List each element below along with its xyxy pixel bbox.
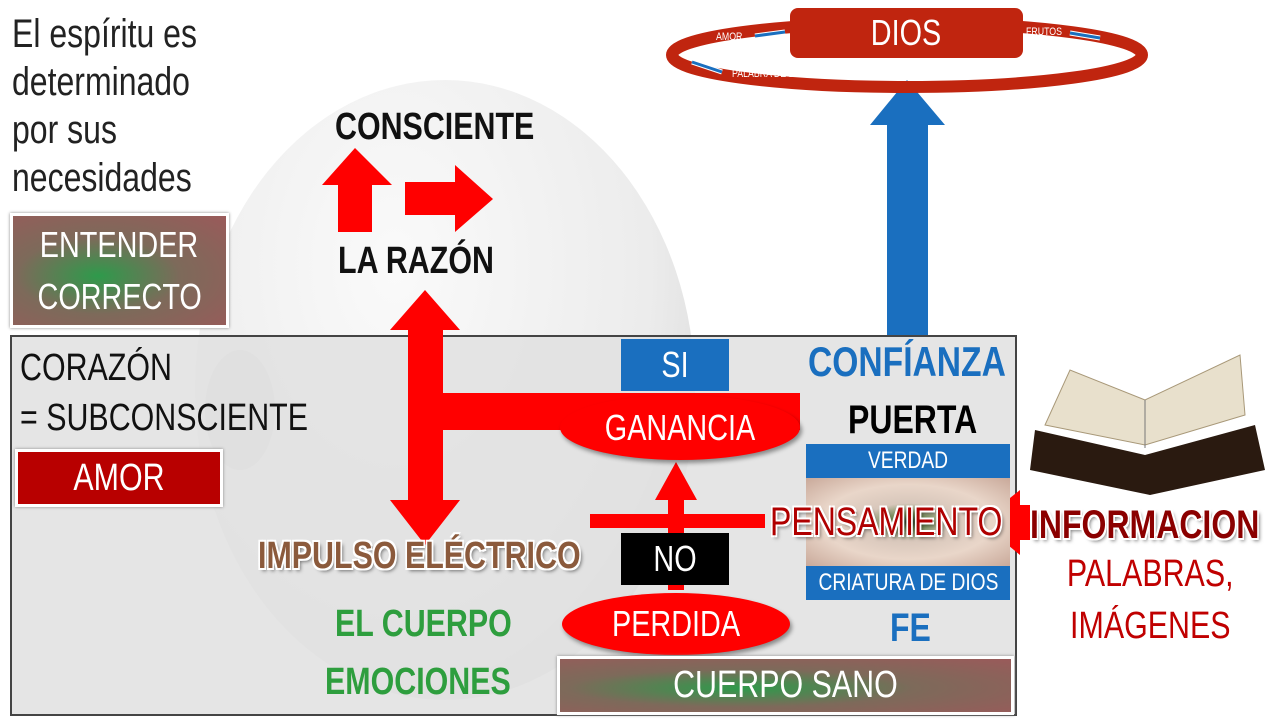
verdad-bar: VERDAD — [806, 444, 1010, 478]
intro-line: determinado — [12, 60, 190, 104]
divider-bar — [590, 514, 765, 528]
consciente-text: CONSCIENTE — [335, 106, 535, 148]
perdida-ellipse: PERDIDA — [562, 593, 790, 655]
si-label: SI — [661, 344, 689, 385]
bible-icon — [1030, 354, 1265, 495]
puerta-label: PUERTA — [848, 398, 1009, 443]
pensamiento-text: PENSAMIENTO — [770, 500, 1003, 544]
right-arrow-icon — [405, 165, 493, 232]
cuerpo-text: EL CUERPO — [335, 603, 512, 645]
si-box: SI — [621, 339, 729, 391]
fe-label: FE — [890, 606, 941, 651]
impulso-text: IMPULSO ELÉCTRICO — [258, 535, 581, 577]
cuerpo-sano-box: CUERPO SANO — [557, 656, 1014, 715]
informacion-label: INFORMACION — [1030, 503, 1280, 548]
corazon-line: CORAZÓN — [20, 347, 172, 389]
puerta-text: PUERTA — [848, 398, 978, 442]
impulso-label: IMPULSO ELÉCTRICO — [258, 535, 661, 578]
ganancia-ellipse: GANANCIA — [560, 395, 800, 460]
perdida-label: PERDIDA — [611, 603, 741, 644]
intro-text: El espíritu es determinado por sus neces… — [12, 10, 243, 202]
subconsciente-line: = SUBCONSCIENTE — [20, 397, 309, 439]
confianza-text: CONFÍANZA — [808, 338, 1006, 385]
pensamiento-label: PENSAMIENTO — [770, 500, 1060, 545]
criatura-bar: CRIATURA DE DIOS — [806, 566, 1010, 600]
cuerpo-sano-label: CUERPO SANO — [673, 664, 898, 706]
up-arrow-icon — [322, 148, 392, 232]
amor-ring-text: AMOR — [716, 31, 743, 43]
palabra-ring-text: PALABRA DE DIOS — [732, 68, 811, 80]
consciente-label: CONSCIENTE — [335, 106, 584, 149]
eye-image — [806, 478, 1010, 566]
razon-label: LA RAZÓN — [338, 240, 533, 283]
no-label: NO — [653, 538, 697, 579]
intro-line: por sus — [12, 108, 117, 152]
confianza-label: CONFÍANZA — [808, 338, 1055, 386]
verdad-label: VERDAD — [867, 447, 949, 474]
criatura-label: CRIATURA DE DIOS — [818, 569, 998, 596]
no-box: NO — [621, 533, 729, 585]
entender-label: ENTENDER — [40, 223, 199, 265]
blue-up-arrow-icon — [870, 80, 945, 335]
ring-frutos-label: FRUTOS — [1026, 26, 1071, 38]
ring-palabra-label: PALABRA DE DIOS — [732, 68, 830, 80]
ring-amor-label: AMOR — [716, 31, 749, 43]
dios-label: DIOS — [871, 12, 942, 53]
amor-label: AMOR — [73, 456, 165, 499]
palabras-label: PALABRAS, IMÁGENES — [1040, 548, 1260, 652]
imagenes-line: IMÁGENES — [1069, 605, 1231, 647]
amor-box: AMOR — [15, 449, 223, 507]
cuerpo-label: EL CUERPO — [335, 603, 556, 646]
informacion-text: INFORMACION — [1030, 503, 1260, 547]
fe-text: FE — [890, 606, 931, 650]
correcto-label: CORRECTO — [37, 275, 202, 317]
corazon-label: CORAZÓN = SUBCONSCIENTE — [20, 343, 380, 443]
emociones-text: EMOCIONES — [325, 661, 511, 703]
dios-box: DIOS — [790, 8, 1023, 58]
palabras-line: PALABRAS, — [1066, 553, 1234, 595]
frutos-ring-text: FRUTOS — [1026, 26, 1063, 38]
razon-text: LA RAZÓN — [338, 240, 494, 282]
intro-line: El espíritu es — [12, 12, 197, 56]
entender-correcto-box: ENTENDER CORRECTO — [10, 213, 229, 328]
intro-line: necesidades — [12, 156, 192, 200]
ganancia-label: GANANCIA — [604, 406, 756, 448]
emociones-label: EMOCIONES — [325, 661, 557, 704]
